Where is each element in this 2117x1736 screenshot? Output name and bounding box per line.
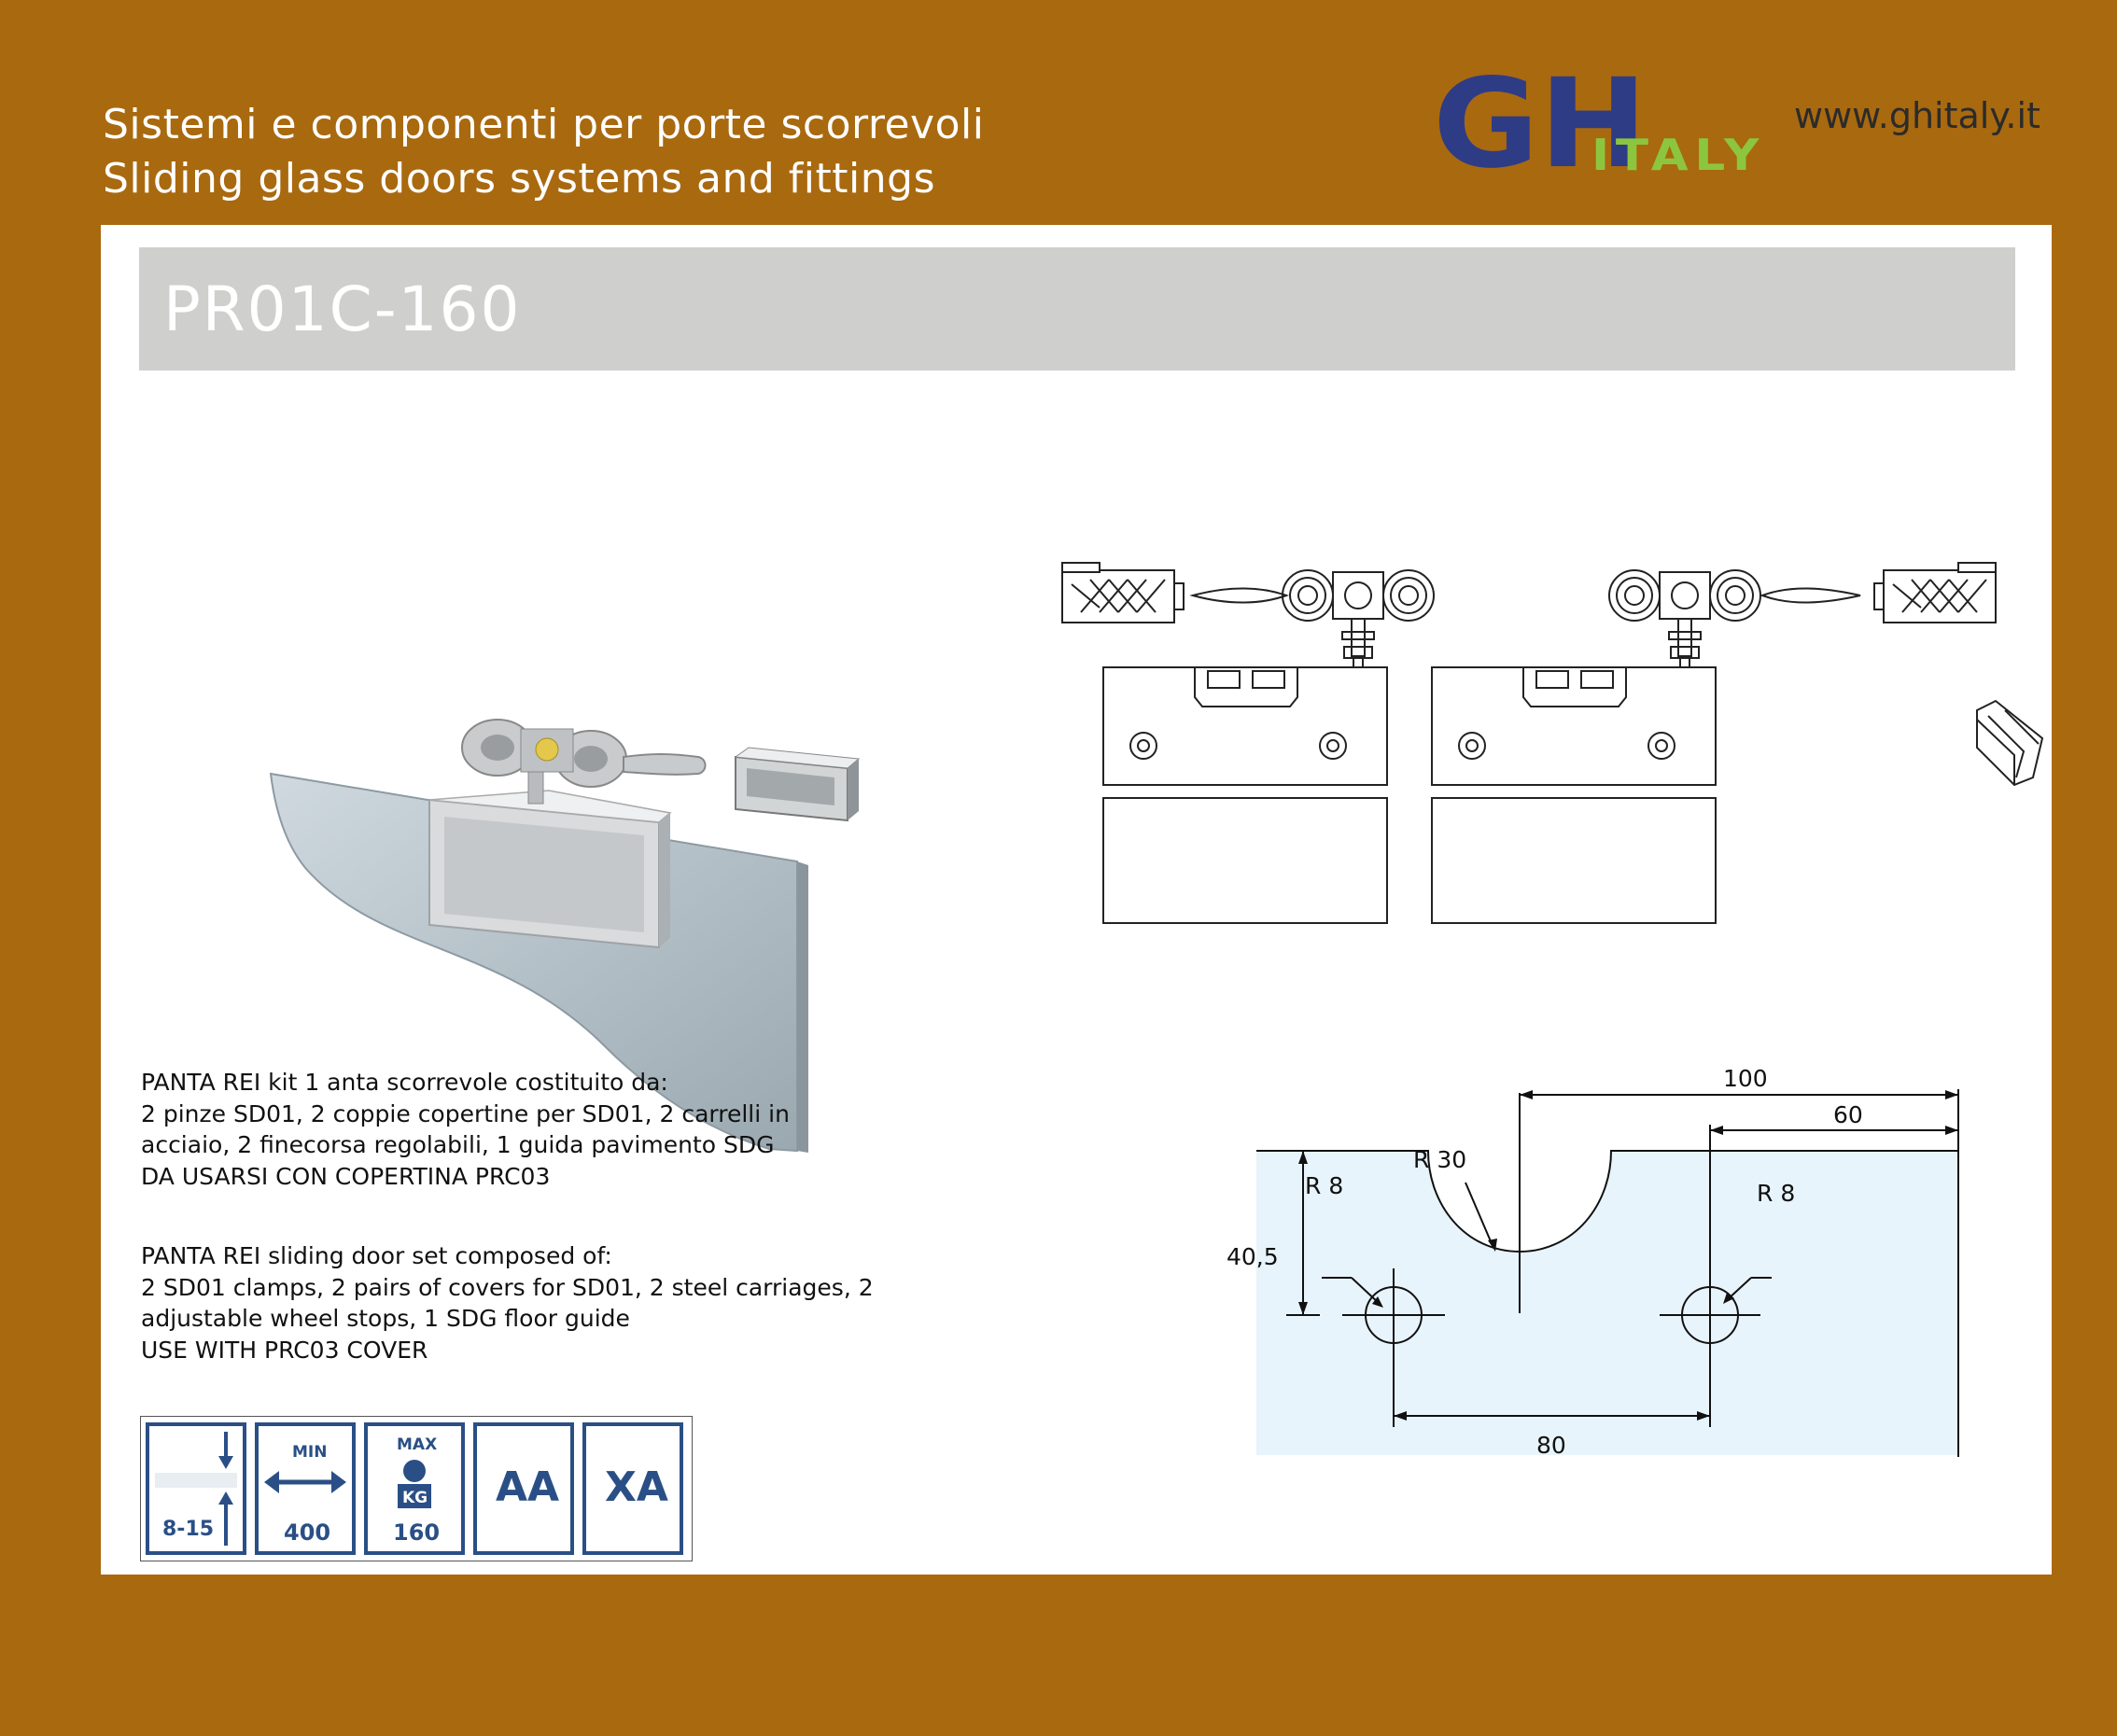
logo-main-text: GH bbox=[1433, 52, 1647, 196]
spec-icons: 8-15 MIN 400 MAX KG 160 AA XA bbox=[140, 1416, 693, 1561]
dim-r30: R 30 bbox=[1413, 1146, 1466, 1173]
floor-guide bbox=[1976, 699, 2044, 787]
dim-r8-right: R 8 bbox=[1757, 1180, 1795, 1207]
subtitle-italian: Sistemi e componenti per porte scorrevol… bbox=[103, 101, 985, 148]
weight-icon bbox=[398, 1460, 431, 1508]
right-clamp bbox=[1431, 666, 1717, 924]
right-stopper bbox=[1873, 562, 1997, 623]
description-italian: PANTA REI kit 1 anta scorrevole costitui… bbox=[141, 1067, 981, 1192]
min-label: MIN bbox=[292, 1443, 328, 1462]
desc-en-line: 2 SD01 clamps, 2 pairs of covers for SD0… bbox=[141, 1273, 874, 1301]
left-carriage bbox=[1189, 569, 1435, 668]
spec-max-weight: MAX KG 160 bbox=[364, 1422, 465, 1555]
subtitle-english: Sliding glass doors systems and fittings bbox=[103, 155, 935, 203]
spec-thickness: 8-15 bbox=[146, 1422, 246, 1555]
desc-en-line: USE WITH PRC03 COVER bbox=[141, 1336, 428, 1364]
dim-40-5: 40,5 bbox=[1227, 1243, 1279, 1270]
ghitaly-logo: GH ITALY bbox=[1433, 52, 1765, 196]
left-clamp bbox=[1102, 666, 1388, 924]
desc-it-line: acciaio, 2 finecorsa regolabili, 1 guida… bbox=[141, 1131, 775, 1158]
desc-it-line: DA USARSI CON COPERTINA PRC03 bbox=[141, 1162, 551, 1190]
spec-min-width: MIN 400 bbox=[255, 1422, 356, 1555]
dim-r8-left: R 8 bbox=[1305, 1172, 1343, 1199]
spec-finish-aa: AA bbox=[473, 1422, 574, 1555]
dim-100: 100 bbox=[1723, 1065, 1768, 1092]
website-url[interactable]: www.ghitaly.it bbox=[1794, 95, 2040, 136]
title-bar: PR01C-160 bbox=[139, 247, 2015, 371]
right-carriage bbox=[1608, 569, 1861, 668]
desc-it-line: PANTA REI kit 1 anta scorrevole costitui… bbox=[141, 1069, 668, 1096]
desc-en-line: PANTA REI sliding door set composed of: bbox=[141, 1242, 612, 1269]
double-arrow-icon bbox=[264, 1471, 346, 1493]
thickness-value: 8-15 bbox=[162, 1518, 215, 1541]
product-photo bbox=[269, 719, 861, 1153]
kg-label: KG bbox=[402, 1489, 428, 1507]
logo-sub-text: ITALY bbox=[1591, 130, 1765, 180]
technical-drawing bbox=[1061, 562, 2044, 924]
desc-it-line: 2 pinze SD01, 2 coppie copertine per SD0… bbox=[141, 1099, 790, 1127]
desc-en-line: adjustable wheel stops, 1 SDG floor guid… bbox=[141, 1305, 630, 1332]
description-english: PANTA REI sliding door set composed of: … bbox=[141, 1240, 981, 1365]
content-panel: PR01C-160 bbox=[101, 225, 2052, 1575]
max-weight-value: 160 bbox=[393, 1519, 441, 1546]
min-width-value: 400 bbox=[284, 1519, 331, 1546]
product-code: PR01C-160 bbox=[163, 273, 522, 345]
glass-thickness-icon bbox=[155, 1432, 237, 1546]
finish-aa: AA bbox=[496, 1463, 560, 1511]
max-label: MAX bbox=[397, 1435, 438, 1454]
finish-xa: XA bbox=[605, 1463, 668, 1511]
dim-80: 80 bbox=[1536, 1432, 1566, 1459]
dimension-drawing: 100 60 R 30 40,5 R 8 R 8 80 bbox=[1227, 1065, 1959, 1459]
spec-finish-xa: XA bbox=[582, 1422, 683, 1555]
left-stopper bbox=[1061, 562, 1185, 623]
dim-60: 60 bbox=[1833, 1101, 1863, 1128]
